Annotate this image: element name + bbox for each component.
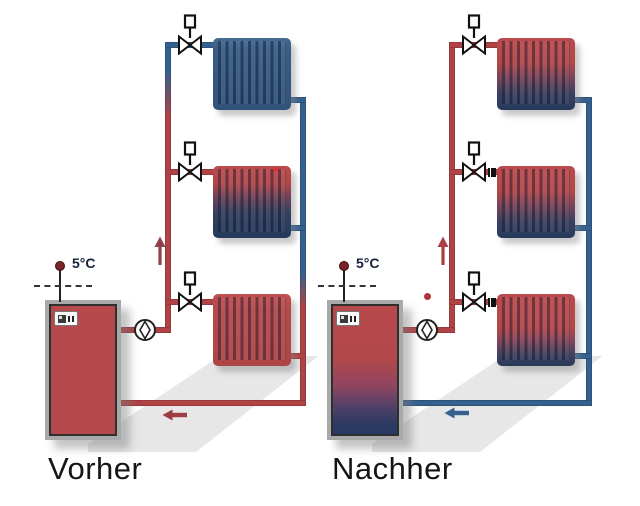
return-left-arrow-icon [162,409,187,421]
boiler-control-panel-icon [54,311,78,326]
radiator-return-branch-middle [288,225,306,231]
valve-preset-icon [488,298,496,307]
system-label-vorher: Vorher [48,451,143,486]
boiler-display [340,314,348,323]
system-label-nachher: Nachher [332,451,453,486]
thermostatic-valve-icon [178,141,202,182]
boiler-return-pipe [396,400,592,406]
radiator-return-branch-top [288,97,306,103]
outdoor-temp-label: 5°C [356,255,380,271]
return-left-arrow-icon [444,407,469,419]
flow-up-arrow-icon [154,236,166,265]
pump-icon [134,319,156,341]
radiator-return-branch-top [572,97,592,103]
indicator-dot [424,293,431,300]
radiator-middle [497,166,575,238]
radiator-top [213,38,291,110]
overheat-indicator-dot [273,167,278,172]
boiler-button [68,315,70,322]
supply-riser-pipe [165,42,171,333]
radiator-middle [213,166,291,238]
thermostatic-valve-icon [462,271,486,312]
return-riser-pipe [300,97,306,406]
radiator-return-branch-middle [572,225,592,231]
thermostatic-valve-icon [178,271,202,312]
boiler-button [354,315,356,322]
thermostatic-valve-icon [462,14,486,55]
outdoor-sensor-stem [343,267,345,302]
valve-preset-icon [488,168,496,177]
outdoor-temp-dashed-line [34,285,92,287]
outdoor-sensor-icon [339,261,349,271]
outdoor-temp-label: 5°C [72,255,96,271]
radiator-bottom [213,294,291,366]
boiler-button [350,315,352,322]
flow-up-arrow-icon [437,236,449,265]
return-riser-pipe [586,97,592,406]
supply-riser-pipe [449,42,455,333]
radiator-return-branch-bottom [288,353,306,359]
thermostatic-valve-icon [178,14,202,55]
boiler-return-pipe [114,400,306,406]
radiator-return-branch-bottom [572,353,592,359]
outdoor-sensor-icon [55,261,65,271]
boiler-display [58,314,66,323]
outdoor-sensor-stem [59,267,61,302]
radiator-bottom [497,294,575,366]
outdoor-temp-dashed-line [318,285,376,287]
radiator-top [497,38,575,110]
pump-icon [416,319,438,341]
thermostatic-valve-icon [462,141,486,182]
boiler-button [72,315,74,322]
boiler-control-panel-icon [336,311,360,326]
